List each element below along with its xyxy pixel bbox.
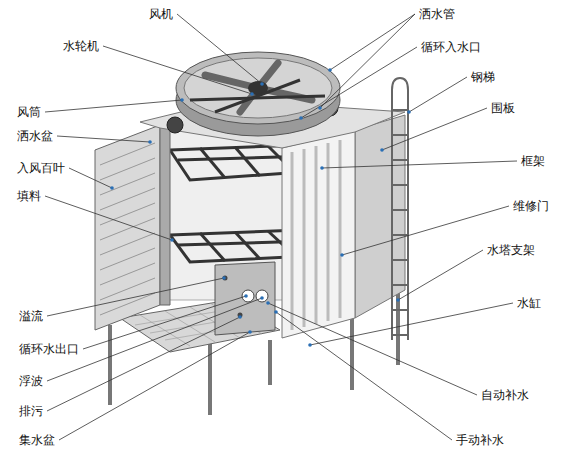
part-label: 排污 [18,404,44,418]
part-label: 集水盆 [18,433,56,447]
part-label: 填料 [16,189,42,203]
part-label: 水缸 [516,296,542,310]
leader-dot [170,238,174,242]
leader-line [47,278,224,316]
leader-line [301,47,417,118]
leader-line [47,317,240,411]
part-label: 自动补水 [480,388,530,402]
leader-line [57,136,150,142]
leader-dot [148,140,152,144]
leader-dot [340,253,344,257]
part-label: 风筒 [16,105,42,119]
leader-line [103,46,252,94]
leader-dot [222,276,226,280]
leader-line [322,161,517,168]
fan [176,52,340,136]
inlet-louver [95,125,170,330]
leader-line [398,250,483,300]
part-label: 风机 [148,7,174,21]
part-label: 维修门 [512,199,550,213]
part-label: 洒水管 [418,7,456,21]
leader-dot [266,301,270,305]
part-label: 钢梯 [470,70,496,84]
leader-dot [250,92,254,96]
leader-dot [380,148,384,152]
leader-dot [110,186,114,190]
leader-line [83,296,246,349]
leader-line [47,298,262,381]
leader-line [342,206,509,255]
leader-dot [328,68,332,72]
leader-line [59,332,250,440]
part-label: 手动补水 [455,433,505,447]
leader-line [330,14,415,70]
water-tank [215,262,275,335]
part-label: 框架 [520,154,546,168]
side-wall [355,115,405,318]
part-label: 浮波 [18,374,44,388]
leader-dot [244,294,248,298]
leader-line [69,168,112,188]
leader-dot [308,343,312,347]
leader-dot [407,110,411,114]
leader-dot [274,310,278,314]
part-label: 循环入水口 [420,40,482,54]
part-label: 溢流 [18,309,44,323]
leader-dot [299,116,303,120]
leader-dot [248,330,252,334]
part-label: 洒水盆 [16,129,54,143]
leader-dot [318,106,322,110]
leader-dot [238,315,242,319]
leader-line [177,14,262,84]
leader-dot [320,166,324,170]
leader-line [276,312,452,440]
leader-line [310,303,513,345]
leader-dot [260,296,264,300]
part-label: 入风百叶 [16,161,66,175]
part-label: 水轮机 [62,39,100,53]
leader-line [268,303,477,395]
part-label: 围板 [490,101,516,115]
leader-line [382,108,487,150]
part-label: 循环水出口 [18,342,80,356]
leader-dot [396,298,400,302]
leader-line [45,196,172,240]
leader-line [409,77,467,112]
side-panel [282,130,355,338]
ladder [392,78,408,340]
leader-line [320,14,415,108]
part-label: 水塔支架 [486,243,536,257]
leader-line [45,100,182,112]
leader-dot [180,98,184,102]
leader-dot [260,82,264,86]
